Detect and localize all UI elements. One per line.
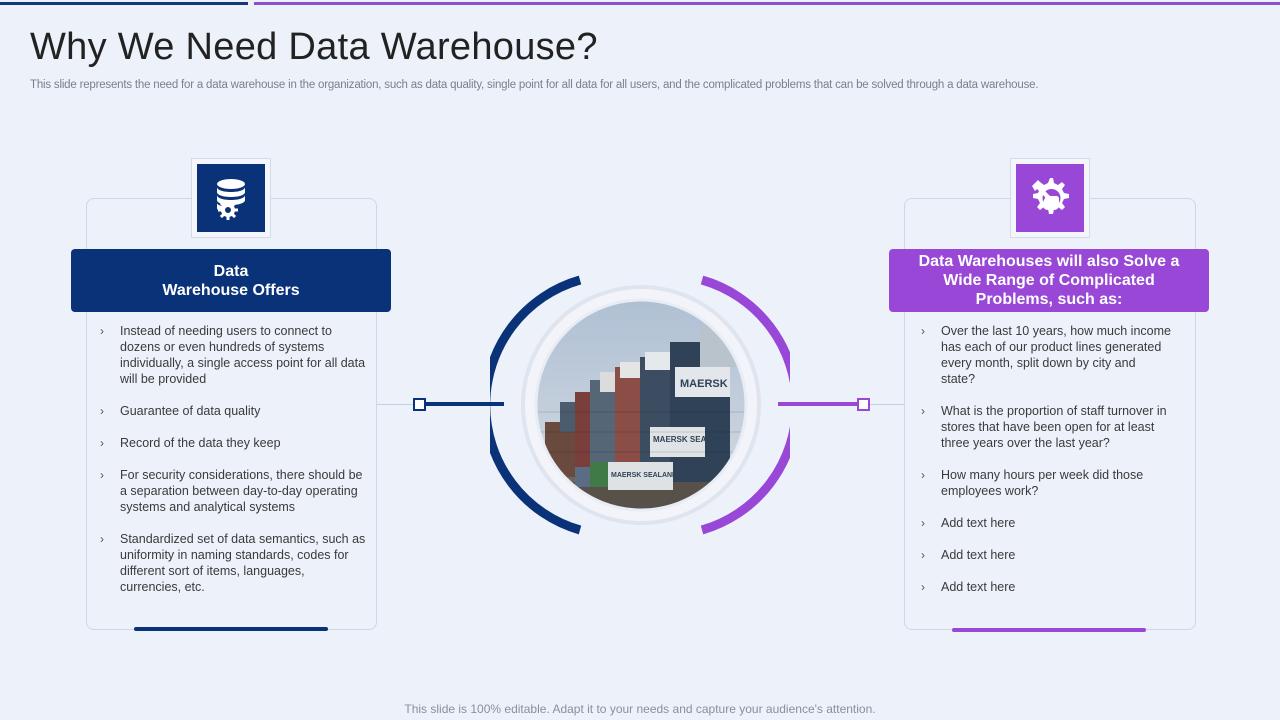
list-item: ›Add text here [921, 516, 1016, 530]
list-item: ›For security considerations, there shou… [100, 468, 363, 514]
chevron-right-icon: › [100, 324, 104, 338]
list-item: ›Instead of needing users to connect to … [100, 324, 366, 386]
left-connector-thin [377, 404, 413, 405]
right-connector-thin [870, 404, 904, 405]
chevron-right-icon: › [921, 516, 925, 530]
chevron-right-icon: › [100, 404, 104, 418]
database-gear-icon [197, 164, 265, 232]
chevron-right-icon: › [100, 468, 104, 482]
purple-arc [700, 275, 790, 535]
chevron-right-icon: › [100, 436, 104, 450]
right-connector-line [778, 402, 858, 406]
container-label: MAERSK [680, 378, 728, 390]
chevron-right-icon: › [921, 580, 925, 594]
right-list: ›Over the last 10 years, how much income… [917, 323, 1172, 611]
center-circle-graphic: MAERSK MAERSK SEALAND MAERSK SEALAND [490, 275, 790, 535]
top-accent-navy [0, 2, 248, 5]
list-item: ›Record of the data they keep [100, 436, 281, 450]
container-label: MAERSK SEALAND [653, 435, 729, 444]
right-icon-box [1010, 158, 1090, 238]
navy-arc [490, 275, 582, 535]
left-bottom-accent [134, 627, 328, 631]
chevron-right-icon: › [921, 404, 925, 418]
container-label: MAERSK SEALAND [611, 472, 677, 479]
slide-title: Why We Need Data Warehouse? [30, 26, 598, 68]
list-item: ›What is the proportion of staff turnove… [921, 404, 1167, 450]
right-connector-node [857, 398, 870, 411]
slide-subtitle: This slide represents the need for a dat… [30, 79, 1039, 91]
left-header: Data Warehouse Offers [71, 249, 391, 312]
right-bottom-accent [952, 628, 1146, 632]
list-item: ›Over the last 10 years, how much income… [921, 324, 1171, 386]
slide-footer: This slide is 100% editable. Adapt it to… [404, 702, 876, 716]
list-item: ›Add text here [921, 548, 1016, 562]
top-accent-purple [254, 2, 1280, 5]
left-connector-line [426, 402, 504, 406]
right-header: Data Warehouses will also Solve a Wide R… [889, 249, 1209, 312]
list-item: ›How many hours per week did those emplo… [921, 468, 1144, 498]
list-item: ›Add text here [921, 580, 1016, 594]
left-connector-node [413, 398, 426, 411]
chevron-right-icon: › [921, 324, 925, 338]
left-icon-box [191, 158, 271, 238]
chevron-right-icon: › [100, 532, 104, 546]
chevron-right-icon: › [921, 468, 925, 482]
wrench-gear-hand-icon [1016, 164, 1084, 232]
list-item: ›Standardized set of data semantics, suc… [100, 532, 366, 594]
chevron-right-icon: › [921, 548, 925, 562]
left-list: ›Instead of needing users to connect to … [96, 323, 366, 611]
list-item: ›Guarantee of data quality [100, 404, 261, 418]
